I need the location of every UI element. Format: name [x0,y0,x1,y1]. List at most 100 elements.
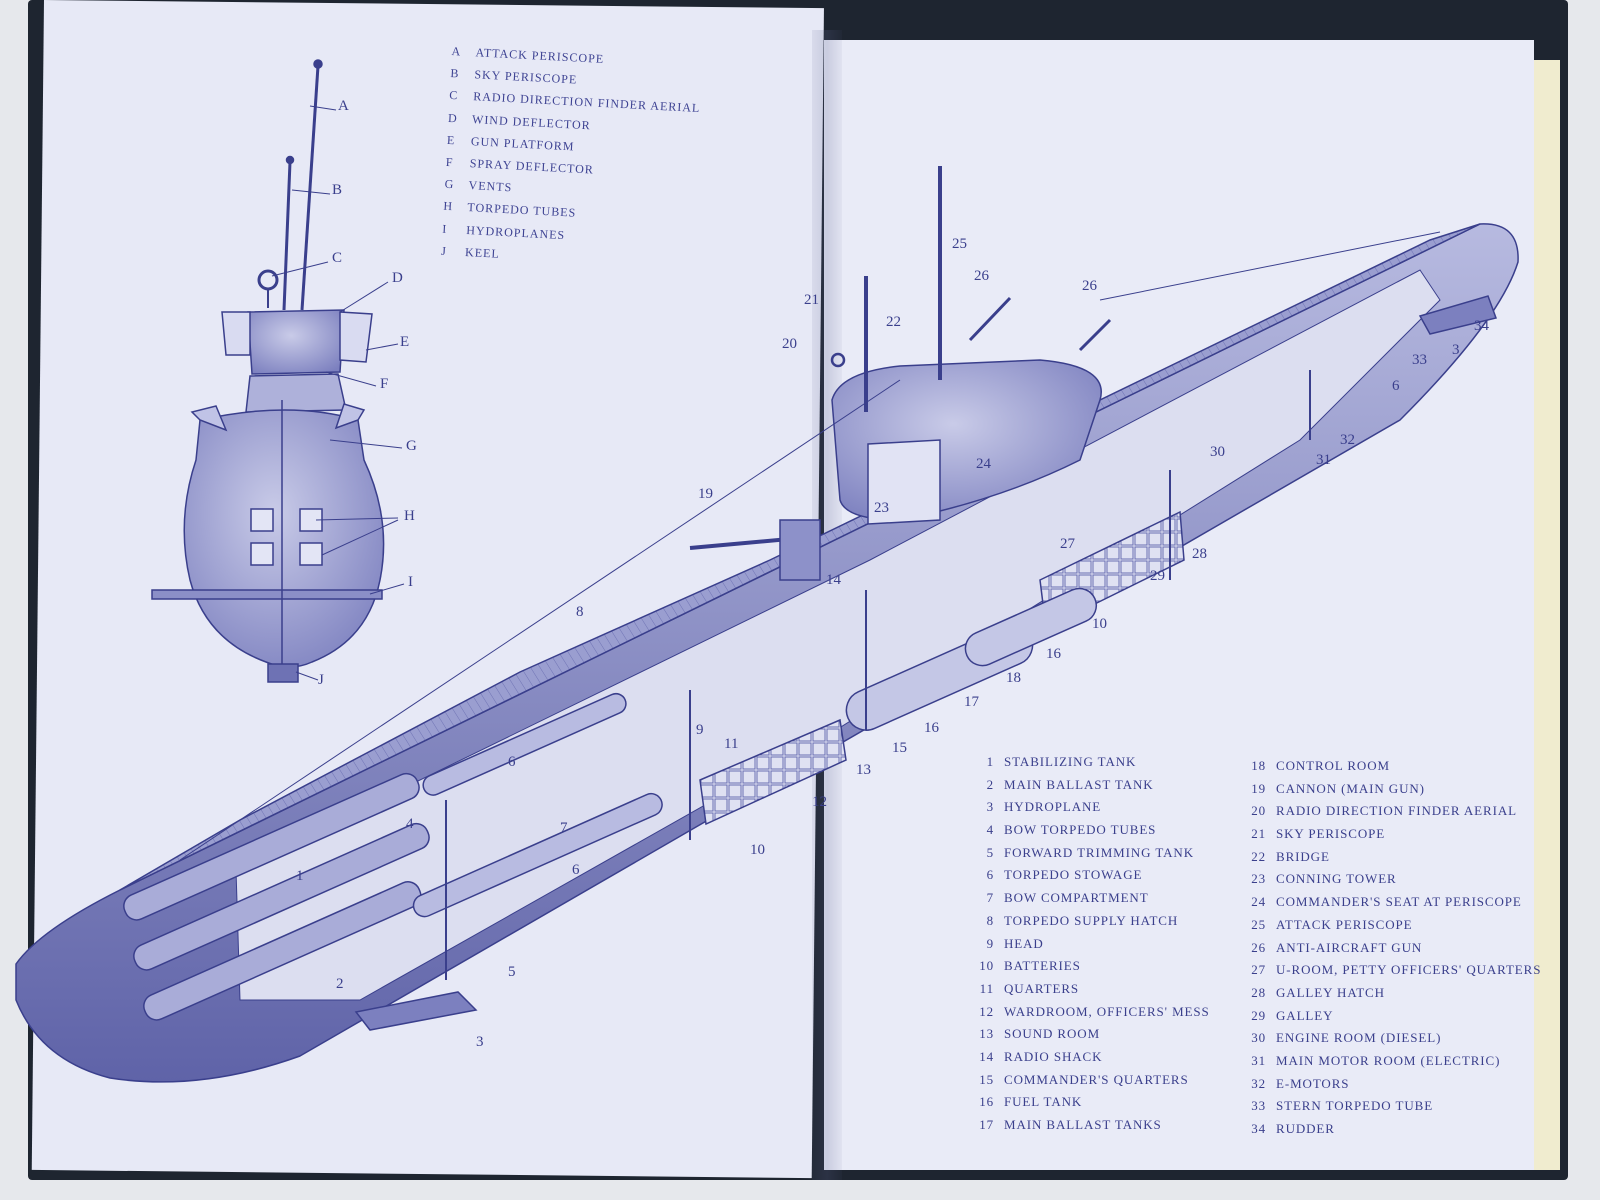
callout-number: 10 [1092,616,1107,632]
key-letter: G [444,176,455,192]
callout-number: 16 [1046,646,1061,662]
key-number: 12 [979,1003,994,1019]
key-label: HEAD [1004,935,1044,951]
callout-number: 6 [1392,378,1400,394]
key-label: KEEL [464,244,501,261]
callout-number: 26 [1082,278,1097,294]
callout-number: 6 [572,862,580,878]
key-letter: J [440,243,448,258]
key-label: VENTS [468,178,513,195]
callout-number: 19 [698,486,713,502]
key-label: STABILIZING TANK [1004,754,1137,769]
key-label: SKY PERISCOPE [1276,826,1386,842]
key-number: 22 [1251,848,1266,864]
callout-number: 9 [696,722,704,738]
key-label: CONTROL ROOM [1276,758,1390,773]
key-letter: H [443,199,454,214]
key-number: 30 [1251,1030,1266,1046]
key-number: 32 [1251,1075,1266,1091]
key-number: 20 [1251,803,1266,819]
key-number: 2 [986,776,994,792]
key-label: COMMANDER'S QUARTERS [1004,1071,1189,1087]
key-number: 15 [979,1071,994,1087]
key-number: 24 [1251,894,1266,910]
legend-row: 1 STABILIZING TANK [968,754,1210,777]
callout-letter: H [404,508,415,524]
key-label: FUEL TANK [1004,1094,1083,1110]
key-number: 26 [1251,939,1266,955]
key-label: MAIN MOTOR ROOM (ELECTRIC) [1276,1052,1501,1068]
key-label: CONNING TOWER [1276,871,1397,887]
callout-number: 29 [1150,568,1165,584]
key-number: 16 [979,1094,994,1110]
callout-letter: I [408,574,413,590]
key-label: BATTERIES [1004,958,1081,974]
callout-number: 5 [508,964,516,980]
callout-number: 16 [924,720,939,736]
legend-row: 16 FUEL TANK [968,1094,1210,1117]
callout-number: 23 [874,500,889,516]
key-label: E-MOTORS [1276,1075,1350,1091]
key-letter: E [446,132,456,148]
key-label: QUARTERS [1004,980,1080,996]
callout-number: 18 [1006,670,1021,686]
key-label: TORPEDO STOWAGE [1004,867,1143,883]
front-view [151,59,385,683]
key-letter: I [441,221,448,236]
callout-letter: G [406,438,417,454]
legend-row: 15 COMMANDER'S QUARTERS [968,1072,1210,1095]
key-number: 19 [1251,780,1266,796]
key-label: ANTI-AIRCRAFT GUN [1276,939,1423,955]
key-number: 10 [979,958,994,974]
key-label: HYDROPLANE [1004,799,1102,815]
key-letter: A [451,44,462,59]
key-label: GALLEY [1276,1007,1334,1023]
key-number: 29 [1251,1007,1266,1023]
key-label: TORPEDO SUPPLY HATCH [1004,912,1179,928]
key-number: 3 [986,799,994,815]
front-view-leaders [271,105,405,681]
callout-number: 10 [750,842,765,858]
callout-number: 3 [1452,342,1460,358]
legend-row: 29 GALLEY [1240,1008,1541,1031]
key-label: ATTACK PERISCOPE [1276,916,1413,932]
callout-number: 11 [724,736,739,752]
callout-number: 20 [782,336,797,352]
callout-number: 24 [976,456,991,472]
callout-number: 25 [952,236,967,252]
legend-row: 32 E-MOTORS [1240,1076,1541,1099]
key-letter: F [445,154,454,170]
key-number: 13 [979,1026,994,1042]
legend-row: 12 WARDROOM, OFFICERS' MESS [968,1004,1210,1027]
key-label: BOW COMPARTMENT [1004,890,1149,906]
callout-number: 22 [886,314,901,330]
callout-number: 13 [856,762,871,778]
legend-row: 10 BATTERIES [968,958,1210,981]
key-label: WARDROOM, OFFICERS' MESS [1004,1003,1210,1019]
key-label: MAIN BALLAST TANKS [1004,1117,1162,1132]
callout-number: 27 [1060,536,1075,552]
callout-number: 7 [560,820,568,836]
callout-number: 21 [804,292,819,308]
key-number: 1 [986,754,994,769]
key-label: CANNON (MAIN GUN) [1276,780,1425,796]
key-label: FORWARD TRIMMING TANK [1004,844,1195,860]
